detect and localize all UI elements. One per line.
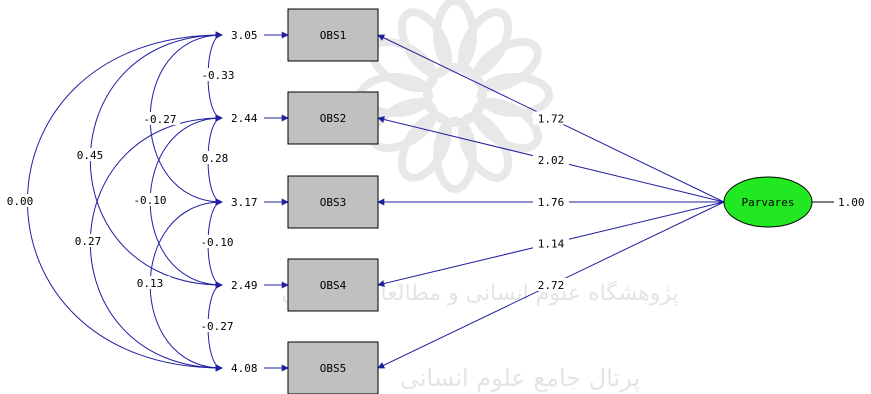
covariance-value-2-3: 0.28 bbox=[202, 152, 229, 165]
loading-label-bg bbox=[533, 236, 569, 250]
loading-label-bg bbox=[533, 195, 569, 208]
observed-box-obs5[interactable] bbox=[287, 341, 379, 394]
watermark-text-line2: پرتال جامع علوم انسانی bbox=[400, 364, 640, 392]
loading-value-obs4: 1.14 bbox=[538, 238, 565, 251]
watermark-center bbox=[423, 63, 487, 127]
covariance-value-2-5: 0.27 bbox=[75, 235, 102, 248]
error-variance-obs1: 3.05 bbox=[231, 29, 258, 42]
latent-label: Parvares bbox=[742, 196, 795, 209]
covariance-value-1-2: -0.33 bbox=[201, 69, 234, 82]
latent-variance: 1.00 bbox=[838, 196, 865, 209]
covariance-value-1-5: 0.00 bbox=[7, 195, 34, 208]
covariance-value-3-5: 0.13 bbox=[137, 277, 164, 290]
covariance-value-4-5: -0.27 bbox=[200, 320, 233, 333]
loading-label-bg bbox=[533, 278, 569, 291]
loading-label-bg bbox=[533, 153, 569, 166]
loading-value-obs1: 1.72 bbox=[538, 113, 565, 126]
error-variance-obs2: 2.44 bbox=[231, 112, 258, 125]
covariance-label-bg bbox=[198, 68, 238, 81]
covariance-label-bg bbox=[140, 112, 180, 125]
observed-label-obs1: OBS1 bbox=[320, 29, 347, 42]
covariance-label-bg bbox=[197, 235, 237, 248]
observed-label-obs4: OBS4 bbox=[320, 279, 347, 292]
observed-box-obs4[interactable] bbox=[287, 258, 379, 312]
covariance-arc-1-5 bbox=[26, 31, 223, 372]
error-variance-obs3: 3.17 bbox=[231, 196, 258, 209]
observed-label-obs2: OBS2 bbox=[320, 112, 347, 125]
observed-label-obs3: OBS3 bbox=[320, 196, 347, 209]
loading-value-obs5: 2.72 bbox=[538, 279, 565, 292]
loading-value-obs3: 1.76 bbox=[538, 196, 565, 209]
error-variance-obs5: 4.08 bbox=[231, 362, 258, 375]
observed-box-obs3[interactable] bbox=[287, 175, 379, 229]
covariance-label-bg bbox=[0, 194, 40, 207]
error-variance-obs4: 2.49 bbox=[231, 279, 258, 292]
covariance-value-1-3: -0.27 bbox=[143, 113, 176, 126]
covariance-label-bg bbox=[130, 276, 170, 289]
loading-value-obs2: 2.02 bbox=[538, 154, 565, 167]
covariance-label-bg bbox=[195, 151, 235, 164]
observed-box-obs2[interactable] bbox=[287, 91, 379, 145]
covariance-value-1-4: 0.45 bbox=[77, 149, 104, 162]
covariance-label-bg bbox=[197, 319, 237, 332]
covariance-value-2-4: -0.10 bbox=[133, 194, 166, 207]
covariance-label-bg bbox=[68, 234, 108, 247]
observed-label-obs5: OBS5 bbox=[320, 362, 347, 375]
loading-label-bg bbox=[533, 111, 569, 125]
covariance-label-bg bbox=[70, 148, 110, 161]
covariance-value-3-4: -0.10 bbox=[200, 236, 233, 249]
observed-box-obs1[interactable] bbox=[287, 8, 379, 62]
covariance-label-bg bbox=[130, 193, 170, 206]
